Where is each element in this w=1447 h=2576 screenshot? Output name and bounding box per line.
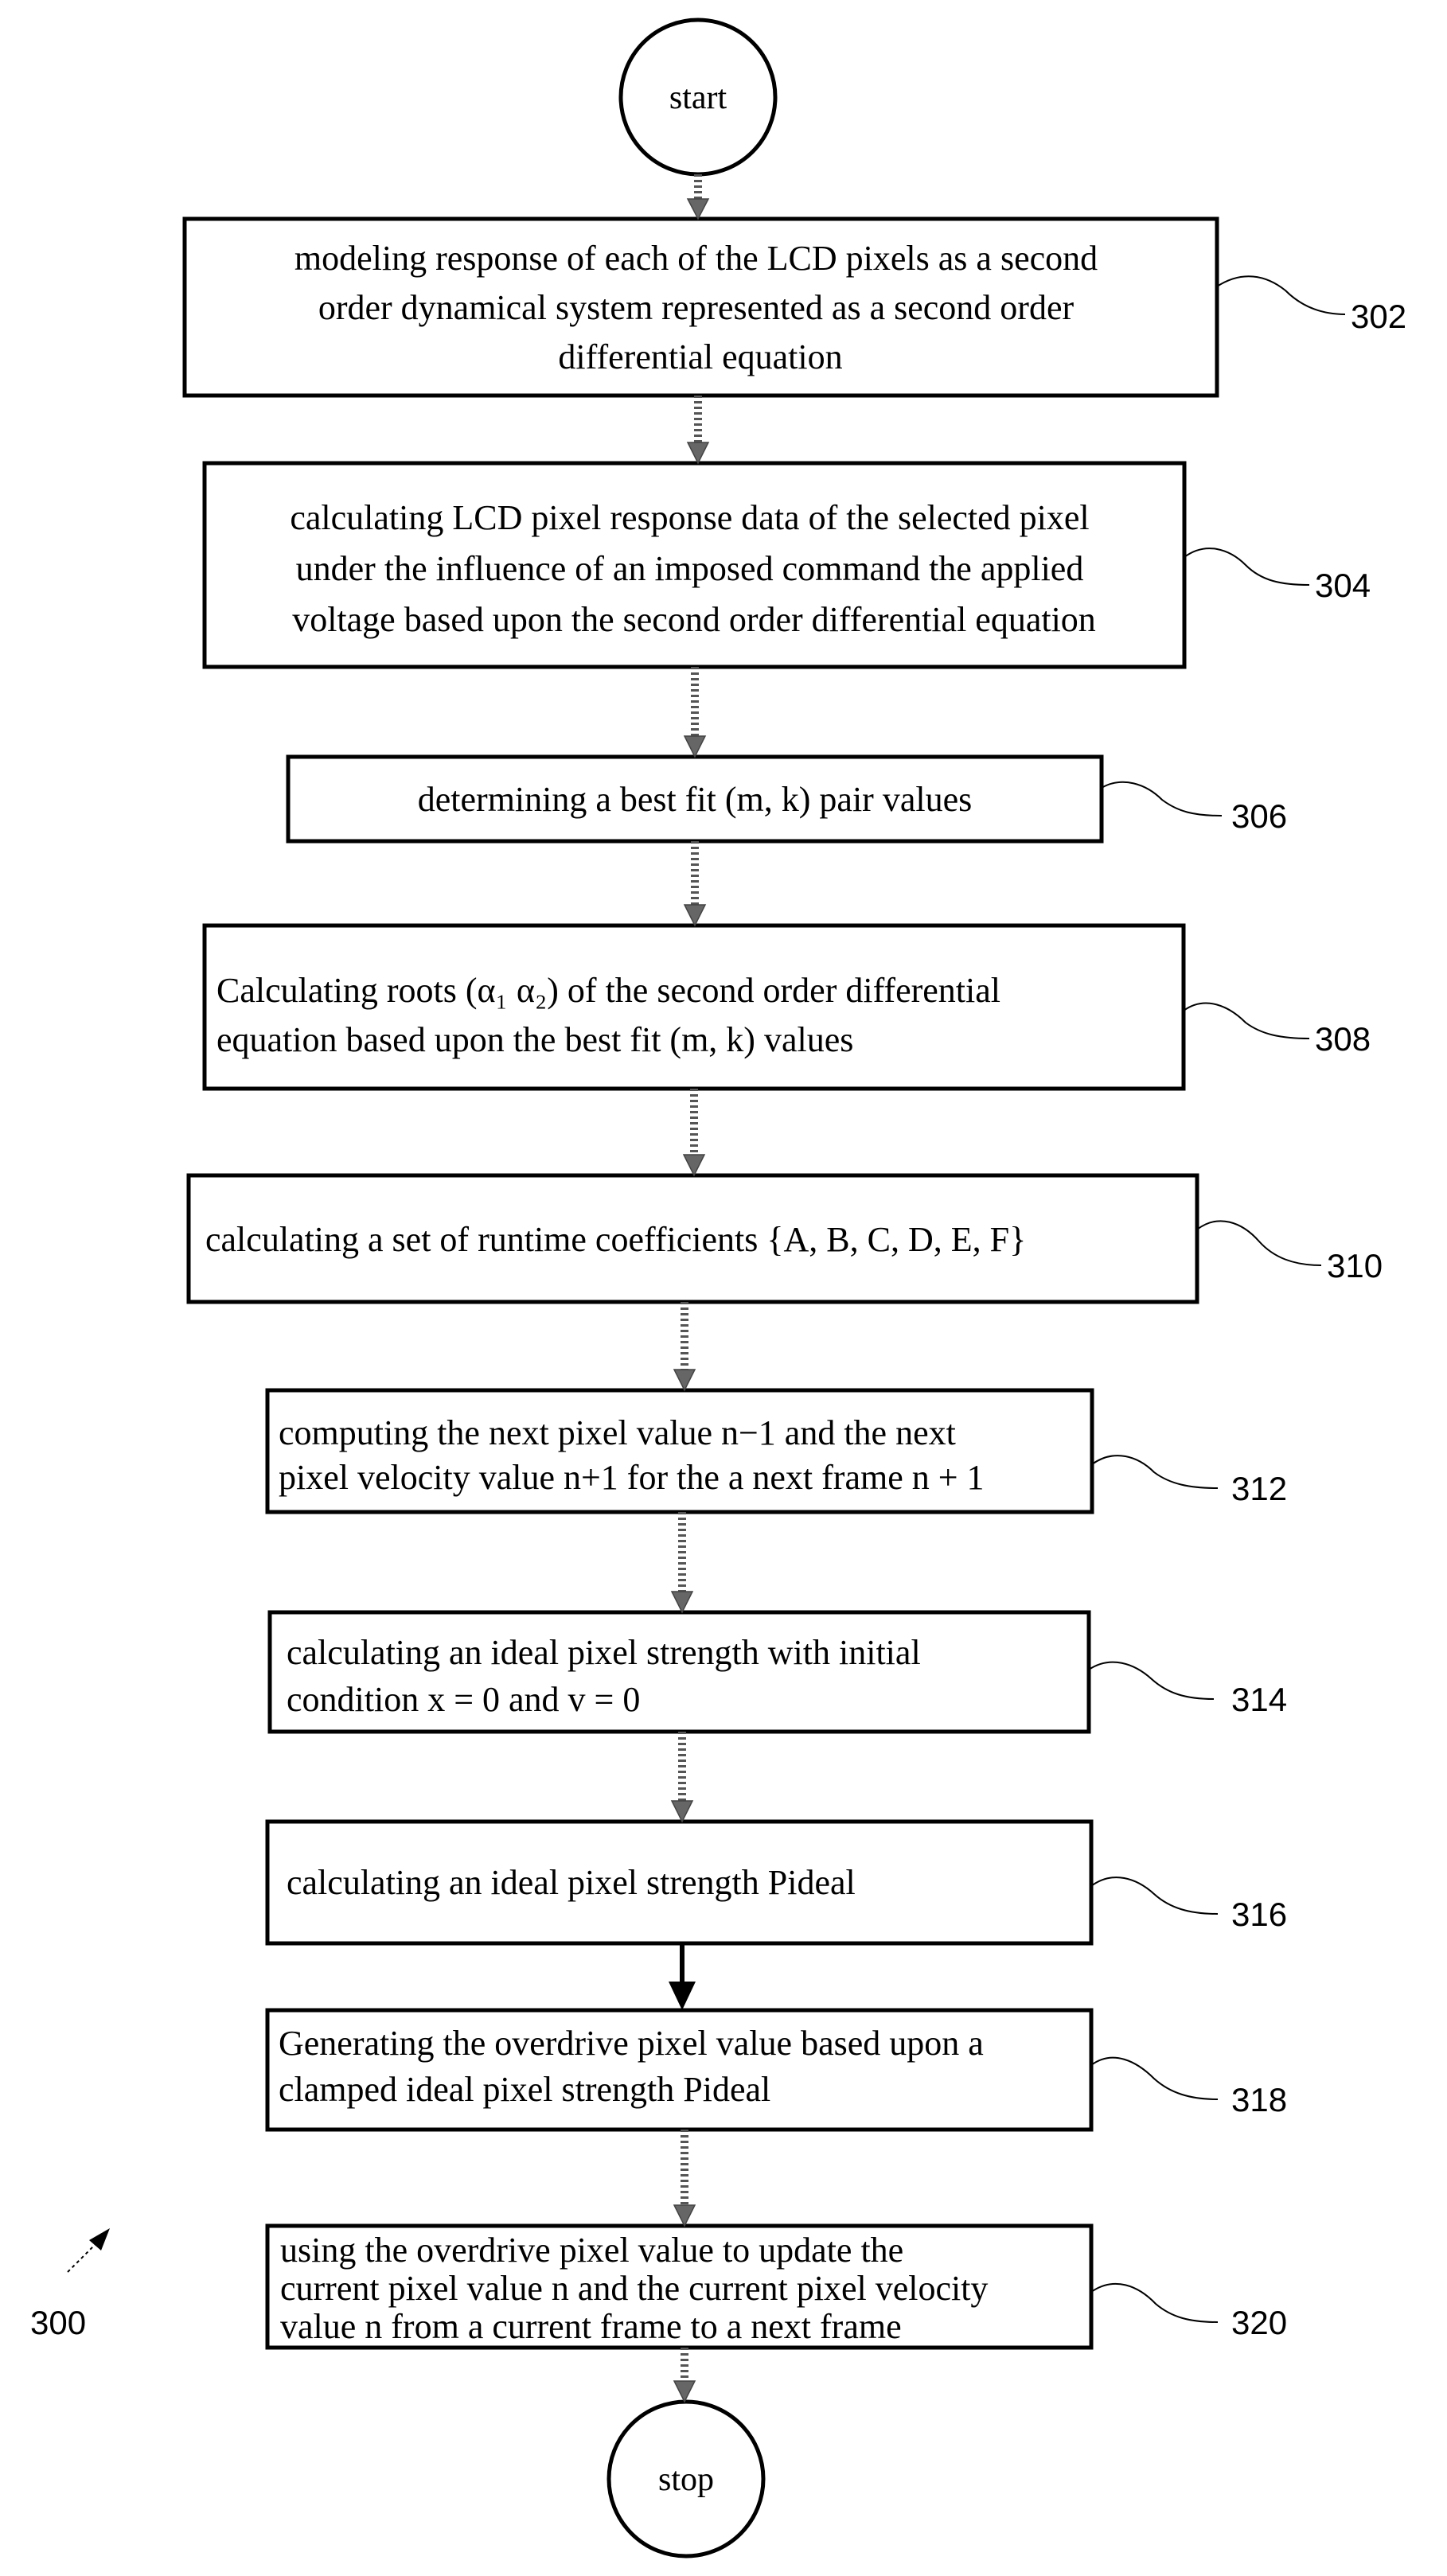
figure-label: 300 [30, 2304, 86, 2341]
connector-310-312 [674, 1302, 695, 1390]
stop-label: stop [658, 2461, 714, 2498]
leader-314 [1089, 1662, 1214, 1699]
connector-start-302 [688, 174, 708, 219]
connector-320-stop [674, 2348, 695, 2402]
step-312-line-2: pixel velocity value n+1 for the a next … [279, 1458, 985, 1497]
connector-304-306 [684, 667, 705, 757]
ref-label-306: 306 [1231, 797, 1287, 835]
step-302-line-1: modeling response of each of the LCD pix… [294, 239, 1098, 278]
step-304-line-2: under the influence of an imposed comman… [296, 549, 1084, 588]
figure-pointer-arrow [68, 2228, 110, 2272]
ref-label-320: 320 [1231, 2304, 1287, 2341]
leader-304 [1184, 548, 1309, 585]
step-312-line-1: computing the next pixel value n−1 and t… [279, 1413, 956, 1452]
leader-310 [1197, 1221, 1321, 1265]
ref-label-304: 304 [1315, 567, 1371, 604]
leader-320 [1091, 2284, 1218, 2322]
step-text-320: using the overdrive pixel value to updat… [280, 2231, 997, 2346]
ref-label-314: 314 [1231, 1681, 1287, 1718]
step-318-line-2: clamped ideal pixel strength Pideal [279, 2070, 770, 2109]
step-320-line-1: using the overdrive pixel value to updat… [280, 2231, 903, 2270]
start-label: start [669, 80, 727, 116]
connector-302-304 [688, 396, 708, 463]
connector-316-318 [669, 1943, 696, 2010]
step-304-line-1: calculating LCD pixel response data of t… [290, 498, 1089, 537]
step-308-line-1: Calculating roots (α₁ α₂) of the second … [216, 971, 1000, 1010]
ref-label-308: 308 [1315, 1020, 1371, 1058]
leader-308 [1184, 1004, 1309, 1039]
step-text-306: determining a best fit (m, k) pair value… [418, 780, 972, 819]
leader-318 [1091, 2058, 1218, 2099]
step-310-line-1: calculating a set of runtime coefficient… [205, 1220, 1026, 1259]
connector-312-314 [672, 1512, 692, 1612]
ref-label-312: 312 [1231, 1470, 1287, 1507]
connector-306-308 [684, 841, 705, 926]
step-304-line-3: voltage based upon the second order diff… [292, 600, 1096, 639]
leader-316 [1091, 1877, 1218, 1914]
leader-302 [1217, 276, 1345, 314]
step-320-line-3: value n from a current frame to a next f… [280, 2307, 902, 2346]
step-text-316: calculating an ideal pixel strength Pide… [287, 1863, 856, 1902]
step-314-line-1: calculating an ideal pixel strength with… [287, 1633, 921, 1672]
step-302-line-2: order dynamical system represented as a … [318, 288, 1075, 327]
connector-314-316 [672, 1732, 692, 1822]
connector-308-310 [684, 1089, 704, 1175]
step-320-line-2: current pixel value n and the current pi… [280, 2269, 988, 2308]
step-302-line-3: differential equation [558, 337, 842, 376]
step-314-line-2: condition x = 0 and v = 0 [287, 1680, 640, 1719]
leader-306 [1102, 782, 1222, 816]
connector-318-320 [674, 2130, 695, 2226]
step-318-line-1: Generating the overdrive pixel value bas… [279, 2024, 984, 2063]
step-text-310: calculating a set of runtime coefficient… [205, 1220, 1026, 1259]
ref-label-302: 302 [1351, 298, 1406, 335]
ref-label-310: 310 [1327, 1247, 1383, 1284]
ref-label-318: 318 [1231, 2081, 1287, 2118]
leader-312 [1092, 1456, 1218, 1488]
step-306-line-1: determining a best fit (m, k) pair value… [418, 780, 972, 819]
ref-label-316: 316 [1231, 1896, 1287, 1933]
step-text-304: calculating LCD pixel response data of t… [290, 498, 1098, 639]
step-308-line-2: equation based upon the best fit (m, k) … [216, 1020, 853, 1059]
step-316-line-1: calculating an ideal pixel strength Pide… [287, 1863, 856, 1902]
